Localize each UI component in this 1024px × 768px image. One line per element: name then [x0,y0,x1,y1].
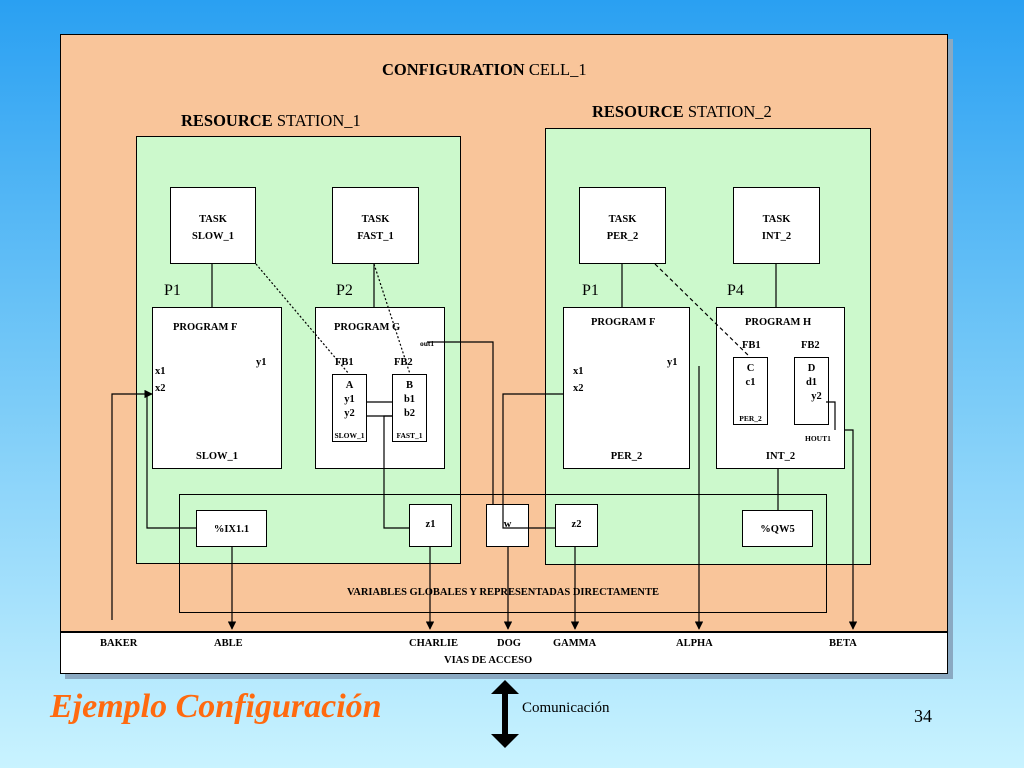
program-label-p1: P1 [164,282,181,299]
program-h-fb1-label: FB1 [742,340,761,351]
link-baker-to-program-f-x2 [111,389,153,620]
link-ix1-to-program-f-x2 [146,394,196,529]
program-h-fb2-label: FB2 [801,340,820,351]
access-path-alpha: ALPHA [676,638,713,649]
page-number: 34 [914,706,932,726]
resource-1-title: RESOURCE STATION_1 [181,111,361,130]
program-g-fb1-label: FB1 [335,357,354,368]
link-per2-fb-c [654,263,751,358]
access-path-beta: BETA [829,638,857,649]
program-h-output-hout1: HOUT1 [805,434,831,443]
program-g-fb2-label: FB2 [394,357,413,368]
program-f2-output-y1: y1 [667,357,678,368]
variable-qw5: %QW5 [742,510,813,547]
function-block-a-task: SLOW_1 [334,431,365,440]
link-z1-to-fb-b [383,415,409,529]
program-f-input-x2: x2 [155,383,166,394]
global-variables-label: VARIABLES GLOBALES Y REPRESENTADAS DIREC… [347,587,659,598]
program-g-output-out1: out1 [420,339,435,348]
communication-label: Comunicación [522,700,610,716]
link-fast1-fb-b [373,263,411,375]
access-path-dog: DOG [497,638,521,649]
variable-z1: z1 [409,504,452,547]
variable-z2: z2 [555,504,598,547]
program-f-station-2 [563,307,690,469]
link-hout1-to-beta [845,429,858,630]
program-h-title: PROGRAM H [745,317,812,328]
program-f-output-y1: y1 [256,357,267,368]
program-f2-input-x2: x2 [573,383,584,394]
program-label-p2: P2 [336,282,353,299]
slide-title: Ejemplo Configuración [50,688,382,725]
function-block-c-task: PER_2 [739,414,762,423]
function-block-b-task: FAST_1 [396,431,423,440]
link-z2-to-program-f2-x2 [502,393,563,529]
configuration-title: CONFIGURATION CELL_1 [382,60,587,79]
link-slow1-fb-a [255,263,350,375]
program-f-task-label: SLOW_1 [195,451,238,462]
access-path-baker: BAKER [100,638,138,649]
program-label-p4: P4 [727,282,744,299]
resource-2-title: RESOURCE STATION_2 [592,102,772,121]
program-f-input-x1: x1 [155,366,166,377]
variable-w: w [486,504,529,547]
access-path-able: ABLE [214,638,243,649]
program-g-title: PROGRAM G [334,322,401,333]
program-f-station-1 [152,307,282,469]
program-f2-title: PROGRAM F [591,317,656,328]
access-path-gamma: GAMMA [553,638,597,649]
communication-arrow-down [491,734,519,748]
program-h-task-label: INT_2 [765,451,796,462]
program-label-p1-station-2: P1 [582,282,599,299]
communication-arrow-up [491,680,519,694]
access-paths-bar [60,632,948,674]
program-f-title: PROGRAM F [173,322,238,333]
program-f2-task-label: PER_2 [610,451,643,462]
access-paths-label: VIAS DE ACCESO [444,655,533,666]
program-f2-input-x1: x1 [573,366,584,377]
variable-ix1-1: %IX1.1 [196,510,267,547]
link-out1-to-w [427,341,494,504]
link-fb-d-out [826,401,836,430]
access-path-charlie: CHARLIE [409,638,459,649]
